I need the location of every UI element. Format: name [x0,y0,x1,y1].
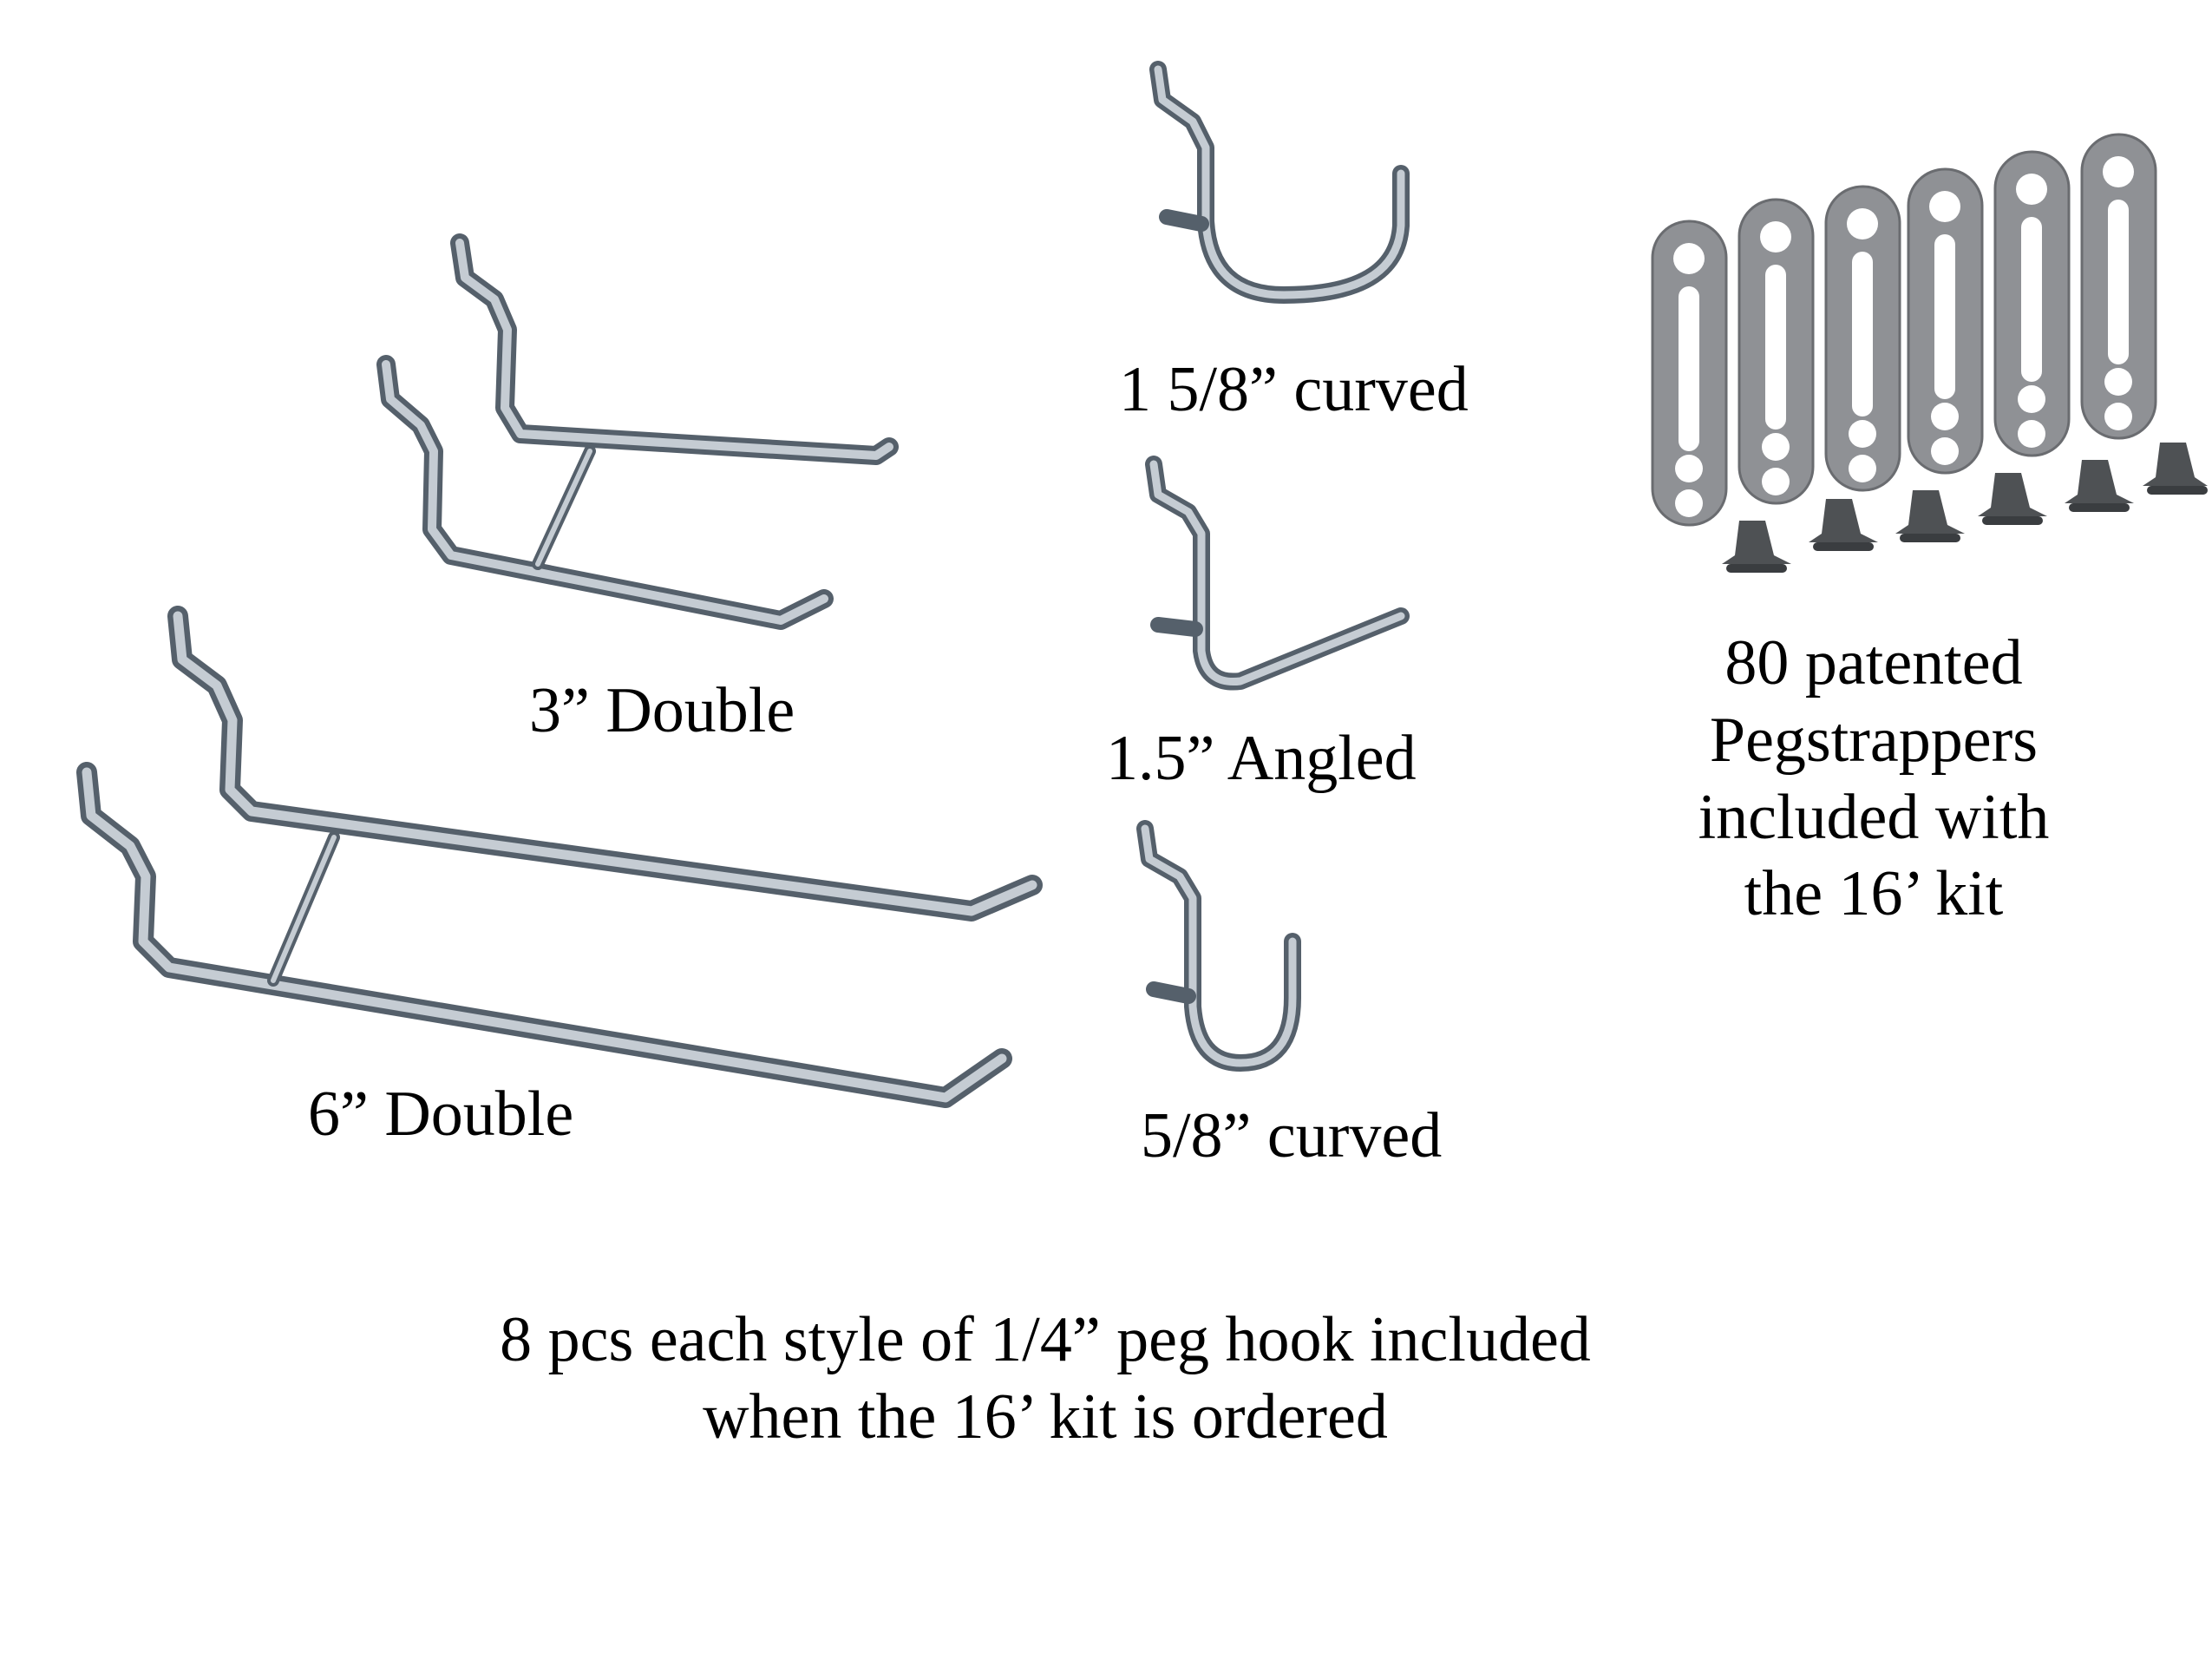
pegstrapper-strap [1824,185,1901,492]
angled-1-5-label: 1.5” Angled [1106,723,1417,794]
pegstrapper-clip [1895,490,1965,542]
pegstrapper-clip [1722,521,1791,573]
pegstrappers-line: Pegstrappers [1709,704,2039,776]
kit-caption-line: when the 16’ kit is ordered [703,1381,1388,1453]
pegstrappers-image [1651,133,2208,573]
pegstrapper-clip [1809,499,1878,551]
pegstrappers-line: the 16’ kit [1744,858,2004,930]
pegstrapper-clip [2143,443,2208,495]
kit-caption-line: 8 pcs each style of 1/4” peg hook includ… [500,1304,1591,1375]
curved-1-5-8-label: 1 5/8” curved [1119,354,1469,425]
pegstrapper-strap [1738,198,1815,505]
kit-caption: 8 pcs each style of 1/4” peg hook includ… [330,1302,1761,1456]
curved-5-8-hook-image [1136,820,1301,1072]
pegstrapper-strap [1993,150,2071,457]
three-inch-double-hook-image [376,233,899,630]
angled-1-5-hook-image [1145,456,1410,691]
pegstrapper-clip [1978,473,2047,525]
six-inch-double-hook-image [76,606,1043,1108]
three-inch-double-label: 3” Double [529,675,795,746]
curved-1-5-8-hook-image [1149,61,1410,304]
six-inch-double-label: 6” Double [308,1079,574,1150]
pegstrapper-clip [2065,460,2134,512]
pegstrappers-text: 80 patented Pegstrappers included with t… [1631,625,2117,933]
curved-5-8-label: 5/8” curved [1141,1100,1443,1171]
pegstrapper-strap [1651,220,1728,527]
pegstrapper-strap [1907,167,1984,475]
pegstrappers-line: included with [1698,781,2050,853]
pegstrappers-line: 80 patented [1724,627,2023,699]
pegstrapper-strap [2080,133,2157,440]
